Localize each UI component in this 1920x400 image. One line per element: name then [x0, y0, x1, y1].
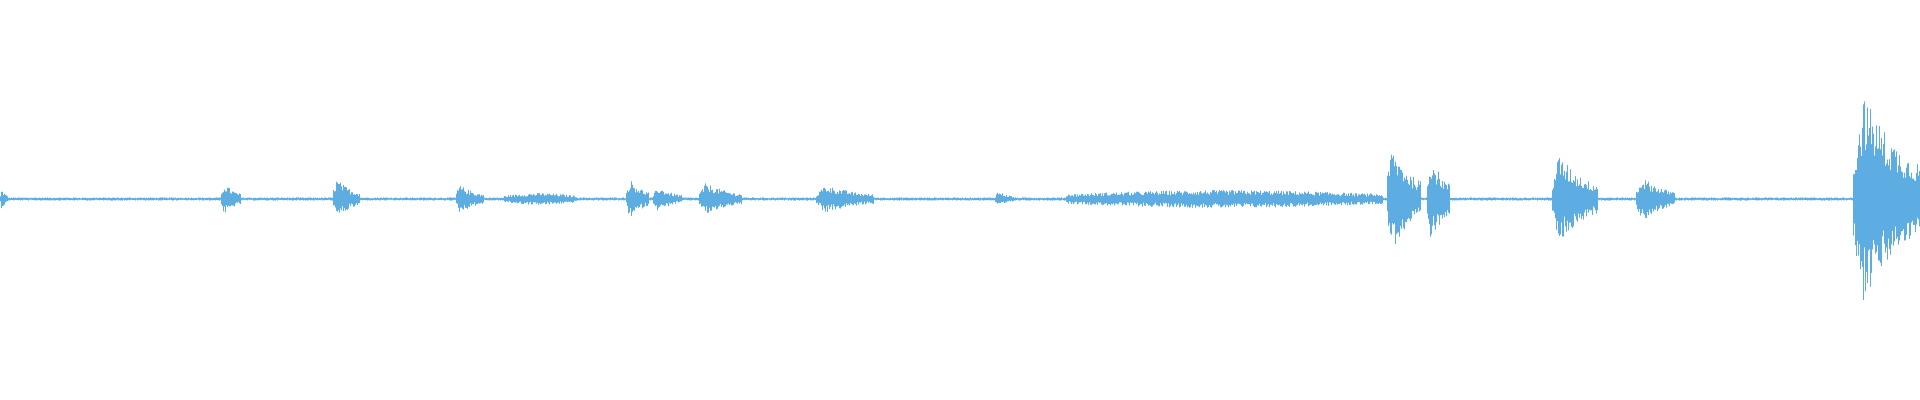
audio-waveform: [0, 101, 1920, 300]
waveform-graphic: [0, 101, 1920, 300]
